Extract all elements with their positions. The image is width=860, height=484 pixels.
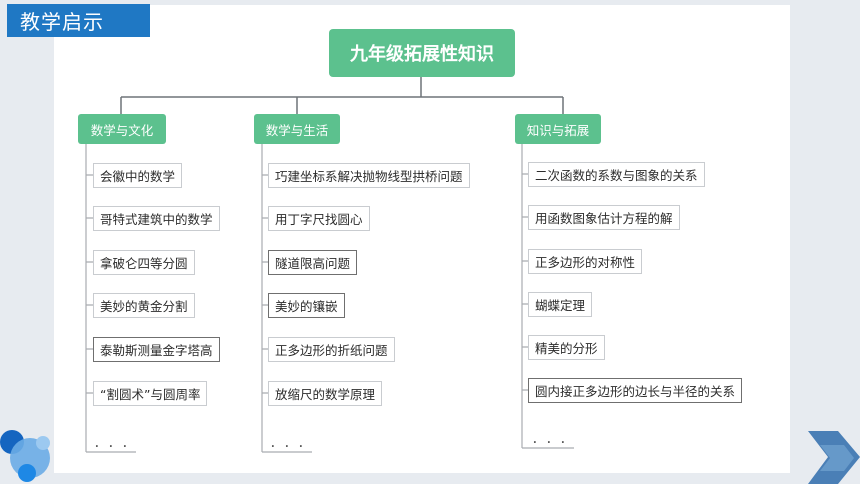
more-ellipsis: ．．． bbox=[532, 432, 581, 446]
more-ellipsis: ．．． bbox=[94, 436, 143, 450]
branch-math-culture: 数学与文化 bbox=[78, 114, 166, 144]
root-node: 九年级拓展性知识 bbox=[329, 29, 515, 77]
leaf-item: 放缩尺的数学原理 bbox=[268, 381, 383, 406]
leaf-item: 会徽中的数学 bbox=[93, 163, 183, 188]
leaf-item: 美妙的镶嵌 bbox=[268, 293, 345, 318]
branch-math-life: 数学与生活 bbox=[254, 114, 340, 144]
next-arrow-icon[interactable] bbox=[808, 431, 860, 484]
leaf-item: 用丁字尺找圆心 bbox=[268, 206, 370, 231]
leaf-item: 哥特式建筑中的数学 bbox=[93, 206, 220, 231]
leaf-item: 蝴蝶定理 bbox=[528, 292, 593, 317]
leaf-item: 用函数图象估计方程的解 bbox=[528, 205, 680, 230]
leaf-item: “割圆术”与圆周率 bbox=[93, 381, 208, 406]
decorative-circle-icon bbox=[36, 436, 50, 450]
leaf-item: 拿破仑四等分圆 bbox=[93, 250, 195, 275]
leaf-item: 泰勒斯测量金字塔高 bbox=[93, 337, 220, 362]
leaf-item: 巧建坐标系解决抛物线型拱桥问题 bbox=[268, 163, 470, 188]
section-title: 教学启示 bbox=[7, 4, 150, 37]
leaf-item: 圆内接正多边形的边长与半径的关系 bbox=[528, 378, 743, 403]
leaf-item: 正多边形的对称性 bbox=[528, 249, 643, 274]
leaf-item: 隧道限高问题 bbox=[268, 250, 358, 275]
leaf-item: 二次函数的系数与图象的关系 bbox=[528, 162, 705, 187]
branch-knowledge-extension: 知识与拓展 bbox=[515, 114, 601, 144]
leaf-item: 正多边形的折纸问题 bbox=[268, 337, 395, 362]
more-ellipsis: ．．． bbox=[270, 436, 319, 450]
leaf-item: 美妙的黄金分割 bbox=[93, 293, 195, 318]
decorative-circle-icon bbox=[18, 464, 36, 482]
leaf-item: 精美的分形 bbox=[528, 335, 605, 360]
